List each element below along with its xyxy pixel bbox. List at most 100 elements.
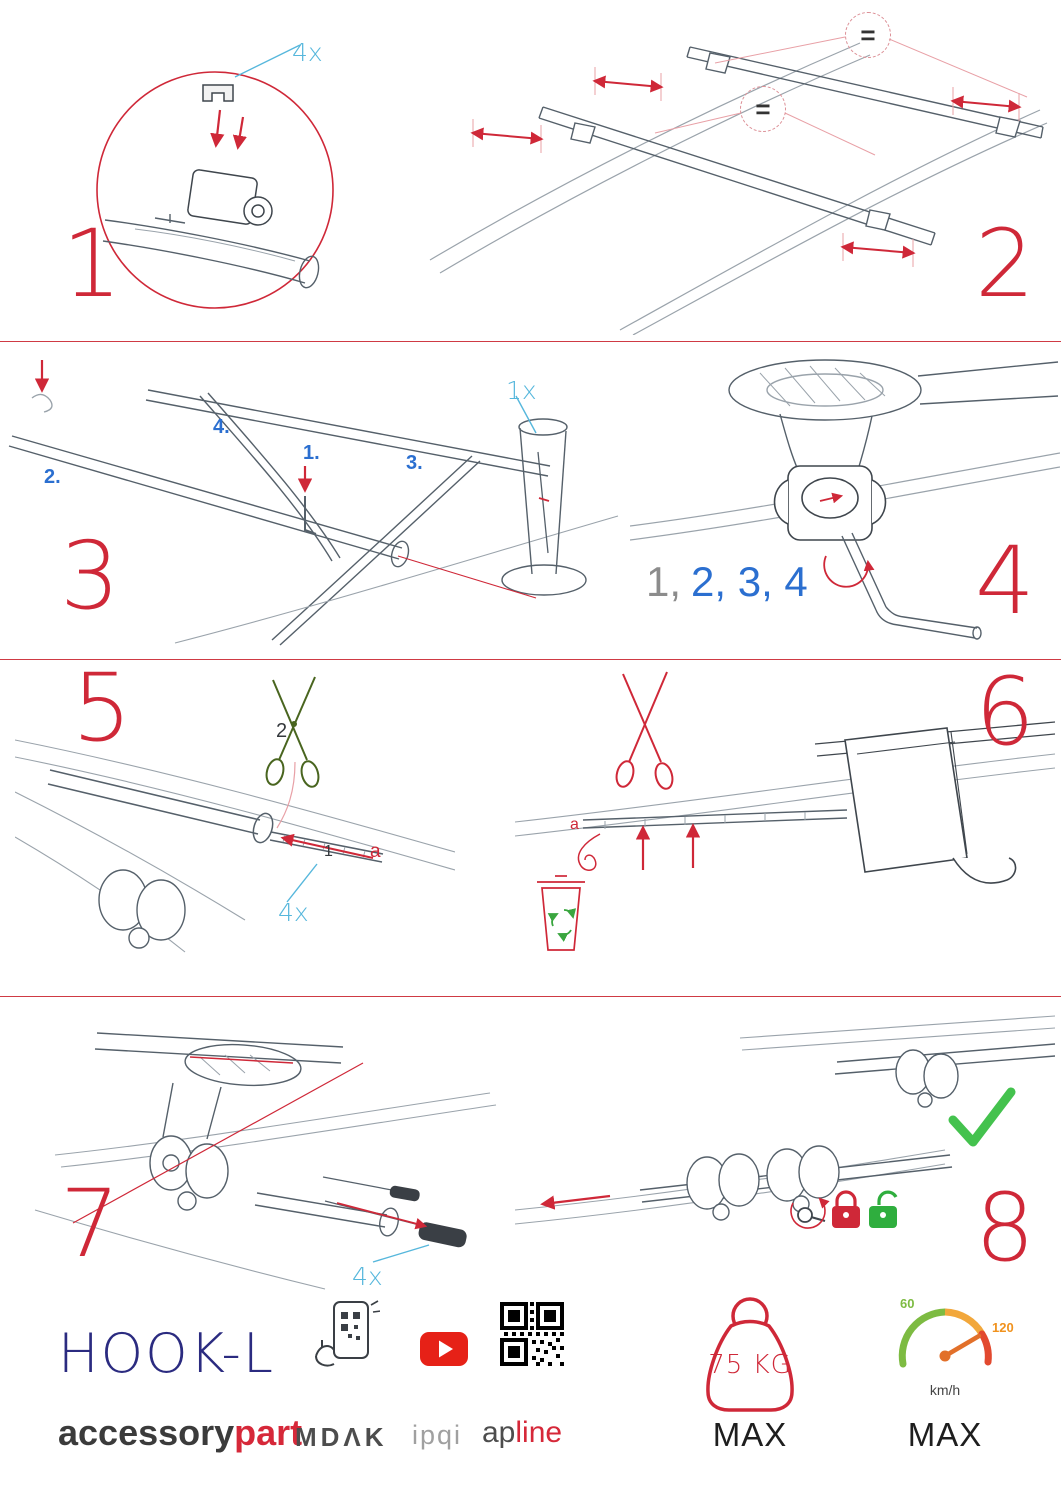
- product-name: HOOK-L: [58, 1322, 275, 1385]
- step4-sequence-text: 1,2, 3, 4: [646, 558, 808, 606]
- cut-path-line: [276, 761, 296, 829]
- step6-number: 6: [975, 658, 1035, 767]
- youtube-icon: [420, 1332, 468, 1366]
- cut-offcut-curl: [577, 833, 601, 871]
- foot-bracket: [814, 721, 1055, 884]
- push-up-arrows: [635, 823, 701, 870]
- section-divider-3: [0, 996, 1061, 997]
- equal-sign: =: [755, 93, 771, 124]
- mini-view-bar-clamp: [834, 1043, 1055, 1108]
- end-cap-small: [389, 1185, 420, 1202]
- step5-edge-label: a: [370, 841, 381, 862]
- magnified-cone-view: [501, 418, 587, 596]
- step2-number: 2: [975, 210, 1035, 319]
- sequence-rest: 2, 3, 4: [691, 558, 808, 605]
- strip-insert-view: [254, 1176, 444, 1237]
- step2-equal-badge-mid: =: [740, 86, 786, 132]
- pull-arrow: [280, 833, 374, 859]
- sequence-first: 1,: [646, 558, 682, 605]
- brand-wordmark-dark: accessory: [58, 1412, 235, 1453]
- car-roof-lines: [15, 739, 455, 953]
- equal-spacing-arrows: [470, 75, 1022, 259]
- magnifier-circle-icon: [96, 71, 334, 309]
- step7-illustration: [34, 1032, 497, 1290]
- rails: [34, 1092, 497, 1290]
- insert-arrow: [336, 1202, 428, 1230]
- logo-ipqi: ipqi: [412, 1420, 463, 1450]
- weight-limit-icon: [706, 1297, 794, 1412]
- step4-illustration: [630, 359, 1060, 640]
- loosen-screw-hint: [31, 360, 53, 413]
- speed-tick-high: 120: [992, 1320, 1014, 1335]
- qr-code-icon: [500, 1302, 564, 1366]
- unlocked-padlock-icon: [869, 1190, 898, 1228]
- roof-rails: [429, 42, 1048, 335]
- logo-mdak: MDΛK: [295, 1422, 388, 1452]
- rack-frame: [8, 389, 619, 646]
- check-icon: [948, 1087, 1016, 1147]
- clamp: [149, 1135, 229, 1211]
- roof-rail: [515, 753, 1055, 837]
- section-divider-2: [0, 659, 1061, 660]
- weight-limit-value: 75 KG: [708, 1350, 792, 1380]
- section-divider-1: [0, 341, 1061, 342]
- recycle-icon: [547, 908, 577, 942]
- step3-sub2-label: 2.: [44, 466, 61, 488]
- detail-leader-line: [397, 555, 537, 599]
- step1-illustration: [96, 44, 334, 309]
- qty-leader-line: [286, 863, 318, 903]
- allen-key-small: [297, 466, 317, 535]
- speed-tick-low: 60: [900, 1296, 915, 1311]
- step5-cut-order-label: 2: [276, 720, 288, 742]
- bar-underside: [728, 359, 1059, 471]
- mini-view-rail: [739, 1015, 1055, 1051]
- step7-number: 7: [60, 1170, 120, 1279]
- scissors-icon: [265, 676, 320, 788]
- step2-illustration: [429, 36, 1048, 335]
- logo-apline-red: line: [515, 1416, 563, 1449]
- strip-on-rail: [582, 809, 848, 829]
- rubber-insert-piece: [202, 84, 234, 102]
- equal-sign: =: [860, 19, 876, 50]
- bar-opening-view: [94, 1032, 344, 1140]
- qty-leader-line: [372, 1244, 430, 1263]
- trash-bin-icon: [537, 875, 585, 951]
- speed-max-label: MAX: [907, 1416, 983, 1453]
- qty-leader-line: [234, 44, 301, 78]
- cross-bars: [538, 46, 1044, 246]
- logo-apline: apline: [482, 1416, 562, 1450]
- step7-quantity-label: 4x: [352, 1262, 383, 1291]
- step4-number: 4: [975, 527, 1035, 636]
- step5-quantity-label: 4x: [278, 898, 309, 927]
- speed-limit-icon: [898, 1308, 992, 1368]
- speed-unit-label: km/h: [929, 1382, 961, 1398]
- locked-padlock-icon: [832, 1190, 860, 1228]
- clamp-foot: [98, 869, 186, 949]
- brand-wordmark: accessorypart: [58, 1412, 302, 1454]
- slide-arrow: [540, 1194, 611, 1210]
- step3-number: 3: [60, 522, 120, 631]
- step3-quantity-label: 1x: [506, 376, 537, 405]
- alignment-line: [72, 1062, 364, 1224]
- step5-number: 5: [72, 654, 132, 763]
- step3-sub3-label: 3.: [406, 452, 423, 474]
- step2-equal-badge-top: =: [845, 12, 891, 58]
- step1-number: 1: [62, 210, 122, 319]
- end-cap-large: [418, 1222, 467, 1248]
- step6-edge-label: a: [570, 816, 579, 833]
- step5-strip-order-label: 1: [324, 843, 333, 860]
- qty-leader-line: [515, 395, 537, 434]
- step5-illustration: [15, 676, 455, 953]
- step3-sub4-label: 4.: [213, 416, 230, 438]
- key-icon: [790, 1197, 830, 1229]
- brand-wordmark-red: part: [234, 1412, 303, 1453]
- step1-quantity-label: 4x: [292, 38, 323, 67]
- phone-scan-icon: [315, 1300, 380, 1367]
- clamp-detail: [773, 465, 887, 541]
- step3-illustration: [8, 360, 619, 646]
- weight-max-label: MAX: [712, 1416, 788, 1453]
- step8-number: 8: [975, 1174, 1035, 1283]
- gauge-needle: [942, 1333, 982, 1359]
- allen-key: [841, 532, 982, 640]
- main-view-bar-clamps: [639, 1145, 953, 1221]
